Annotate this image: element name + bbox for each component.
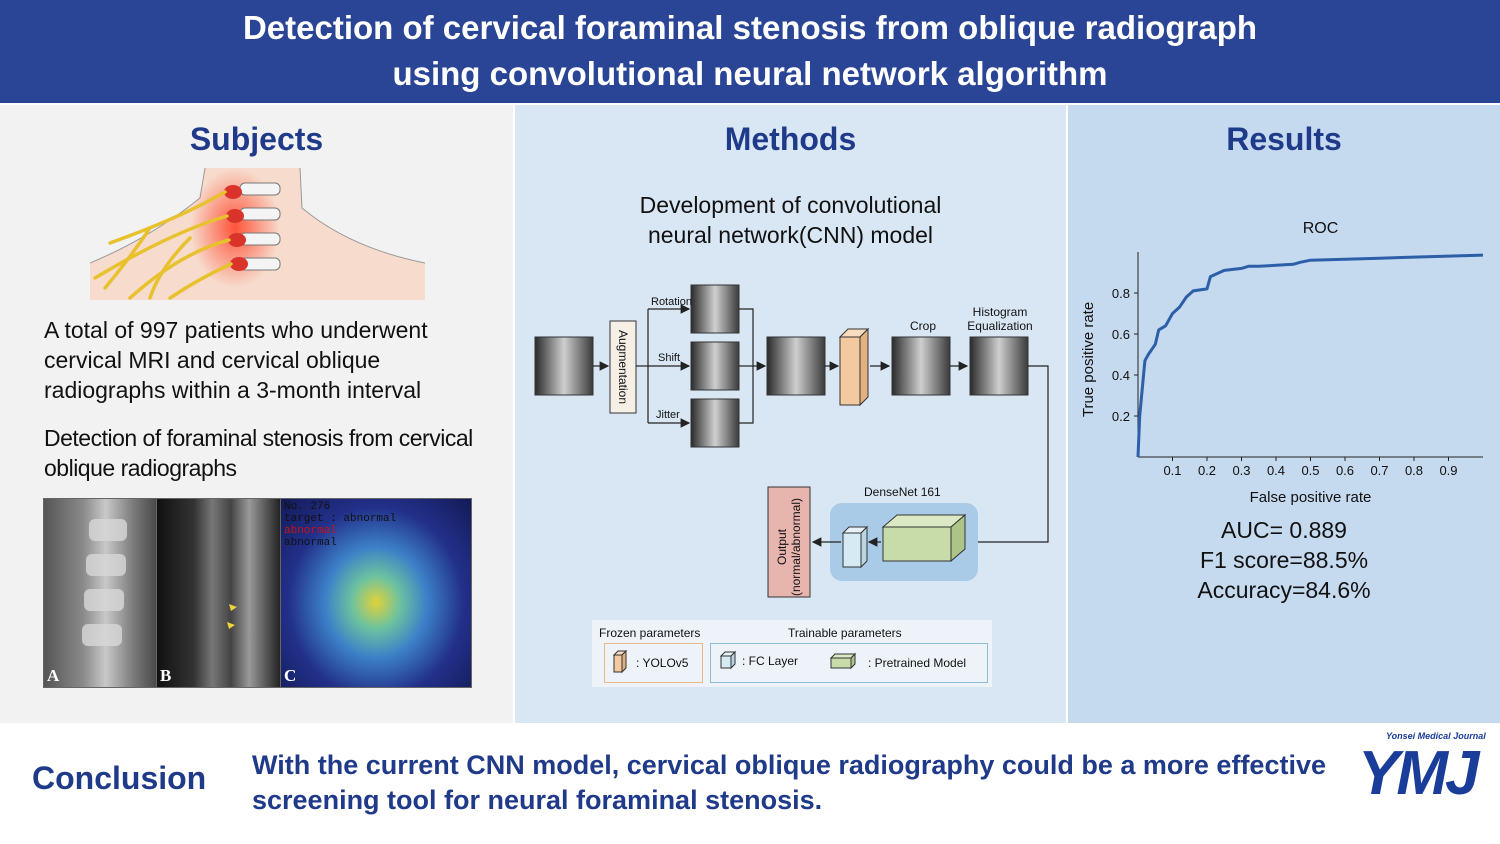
- results-title: Results: [1226, 121, 1342, 157]
- methods-title: Methods: [724, 121, 857, 157]
- y-tick-label: 0.8: [1112, 286, 1130, 301]
- ymj-logo: YMJ: [1358, 739, 1479, 808]
- y-axis-label: True positive rate: [1080, 302, 1097, 417]
- header-banner: Detection of cervical foraminal stenosis…: [0, 0, 1500, 103]
- legend-trainable-title: Trainable parameters: [788, 626, 902, 640]
- cam-overlay-text: No. 276 target : abnormal abnormal abnor…: [284, 501, 396, 549]
- legend-pretrained-icon: [829, 652, 857, 670]
- panel-label-a: A: [47, 666, 60, 685]
- y-tick-label: 0.2: [1112, 409, 1130, 424]
- augmentation-label: Augmentation: [616, 329, 630, 405]
- crop-label: Crop: [910, 319, 937, 333]
- accuracy-value: Accuracy=84.6%: [1197, 577, 1371, 603]
- cam-line: abnormal: [284, 537, 337, 549]
- rotation-label: Rotation: [651, 296, 692, 308]
- x-tick-label: 0.5: [1301, 463, 1319, 478]
- x-tick-label: 0.8: [1405, 463, 1423, 478]
- output-label: Output (normal/abnormal): [775, 492, 803, 602]
- histogram-label-line: Equalization: [967, 319, 1033, 333]
- jitter-xray-thumb: [690, 398, 740, 448]
- subjects-title: Subjects: [189, 121, 324, 157]
- mri-image-b: B: [156, 498, 281, 688]
- pretrained-model-block: [881, 513, 967, 563]
- roc-chart: ROC 0.1 0.2 0.3 0.4 0.5 0.6 0.7 0.8 0.9 0.2 0.4 0.6 0…: [1080, 220, 1484, 506]
- methods-subtitle: Development of convolutional neural netw…: [515, 190, 1066, 250]
- roc-curve-line: [1136, 253, 1484, 458]
- legend: Frozen parameters Trainable parameters :…: [592, 620, 992, 687]
- shift-xray-thumb: [690, 341, 740, 391]
- shift-label: Shift: [658, 352, 681, 364]
- subjects-detection-text: Detection of foraminal stenosis from cer…: [44, 425, 473, 481]
- neck-illustration: [90, 168, 425, 300]
- xray-image-a: A: [43, 498, 157, 688]
- results-panel: Results ROC 0.1 0.2 0.3 0.4 0.5 0.6 0.7 0.8 0.9 0.…: [1068, 105, 1500, 723]
- legend-trainable-box: [710, 643, 988, 683]
- title-line-2: using convolutional neural network algor…: [392, 55, 1108, 92]
- methods-subtitle-line: Development of convolutional: [639, 192, 942, 218]
- y-tick-label: 0.6: [1112, 327, 1130, 342]
- results-metrics: AUC= 0.889 F1 score=88.5% Accuracy=84.6%: [1068, 515, 1500, 605]
- cam-line: abnormal: [284, 525, 337, 537]
- output-label-line: (normal/abnormal): [789, 497, 803, 597]
- conclusion-text: With the current CNN model, cervical obl…: [252, 748, 1352, 818]
- histogram-xray-thumb: [969, 336, 1029, 396]
- subjects-description: A total of 997 patients who underwent ce…: [44, 317, 428, 403]
- conclusion-label: Conclusion: [32, 760, 207, 796]
- conclusion-line: screening tool for neural foraminal sten…: [252, 785, 823, 815]
- journal-name: Yonsei Medical Journal: [1386, 731, 1486, 741]
- x-axis-label: False positive rate: [1250, 489, 1372, 506]
- cam-line: target : abnormal: [284, 513, 397, 525]
- title-line-1: Detection of cervical foraminal stenosis…: [242, 9, 1258, 46]
- legend-yolo-label: : YOLOv5: [636, 656, 689, 670]
- merged-xray-thumb: [766, 336, 826, 396]
- f1-score: F1 score=88.5%: [1199, 547, 1369, 573]
- input-xray-thumb: [534, 336, 594, 396]
- heatmap-image-c: No. 276 target : abnormal abnormal abnor…: [280, 498, 472, 688]
- y-tick-label: 0.4: [1112, 368, 1130, 383]
- densenet-label: DenseNet 161: [864, 485, 941, 499]
- output-label-line: Output: [775, 528, 789, 566]
- cam-line: No. 276: [284, 501, 331, 513]
- x-tick-label: 0.3: [1232, 463, 1250, 478]
- vertebrae-shapes: [82, 519, 127, 646]
- x-tick-label: 0.1: [1163, 463, 1181, 478]
- augmentation-box: [609, 320, 637, 414]
- legend-pretrained-label: : Pretrained Model: [868, 656, 967, 670]
- panel-label-c: C: [284, 666, 297, 685]
- conclusion-line: With the current CNN model, cervical obl…: [252, 750, 1326, 780]
- x-tick-label: 0.6: [1336, 463, 1354, 478]
- crop-xray-thumb: [891, 336, 951, 396]
- histogram-label-line: Histogram: [972, 305, 1028, 319]
- jitter-label: Jitter: [656, 409, 680, 421]
- methods-panel: Methods Development of convolutional neu…: [515, 105, 1066, 723]
- histogram-label: Histogram Equalization: [960, 305, 1040, 333]
- legend-fc-icon: [719, 650, 737, 670]
- cnn-pipeline-diagram: [534, 284, 1049, 598]
- output-box: [767, 486, 811, 598]
- subjects-panel: Subjects: [0, 105, 513, 723]
- auc-value: AUC= 0.889: [1221, 517, 1347, 543]
- rotation-xray-thumb: [690, 284, 740, 334]
- x-tick-label: 0.9: [1439, 463, 1457, 478]
- x-tick-label: 0.2: [1198, 463, 1216, 478]
- panel-label-b: B: [160, 666, 172, 685]
- methods-subtitle-line: neural network(CNN) model: [647, 222, 934, 248]
- arrow-markers: [227, 604, 237, 629]
- legend-yolo-icon: [612, 650, 628, 674]
- yolo-cube: [838, 327, 870, 407]
- chart-title: ROC: [1303, 220, 1339, 237]
- x-tick-label: 0.7: [1370, 463, 1388, 478]
- legend-fc-label: : FC Layer: [742, 654, 799, 668]
- fc-layer-block: [841, 525, 869, 569]
- x-tick-label: 0.4: [1267, 463, 1285, 478]
- legend-frozen-box: [604, 643, 703, 683]
- legend-frozen-title: Frozen parameters: [599, 626, 701, 640]
